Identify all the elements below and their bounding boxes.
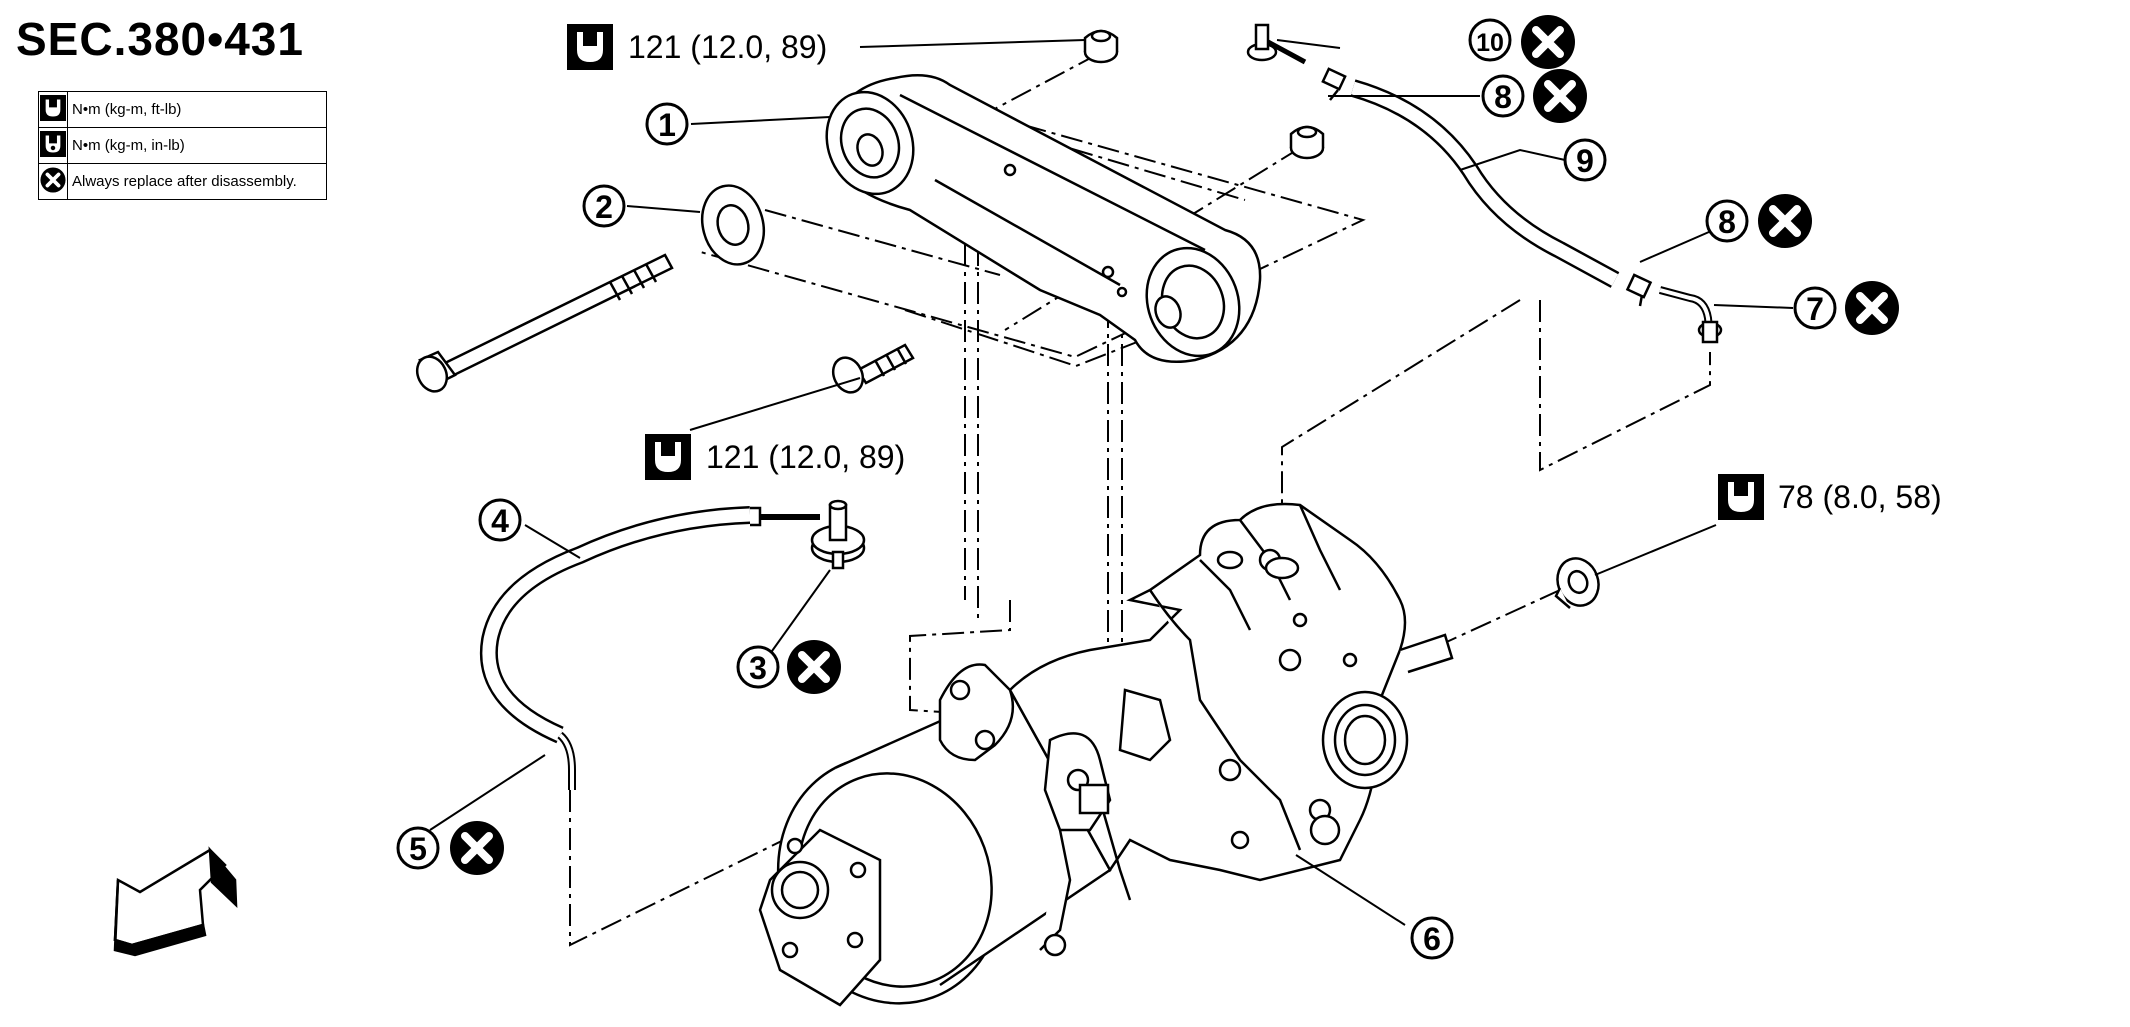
differential-mount-nut: [1554, 557, 1600, 609]
section-reference: SEC.380•431: [16, 13, 304, 65]
callout-9: 9: [1563, 138, 1607, 182]
callout-8-lower: 8: [1705, 199, 1749, 243]
legend-text: N•m (kg-m, ft-lb): [67, 91, 327, 128]
symbol-legend: N•m (kg-m, ft-lb) N•m (kg-m, in-lb) Alwa…: [38, 91, 327, 200]
callout-5: 5: [396, 826, 440, 870]
torque-spec-top: 121 (12.0, 89): [567, 24, 827, 70]
legend-symbol: [38, 163, 68, 200]
callout-6: 6: [1410, 916, 1454, 960]
legend-symbol: [38, 91, 68, 128]
callout-1: 1: [645, 102, 689, 146]
left-breather-hose: [479, 506, 820, 790]
breather-tube: [1658, 286, 1723, 344]
replace-icon: [1845, 281, 1899, 335]
callout-3: 3: [736, 645, 780, 689]
breather-cap: [810, 499, 866, 570]
callout-7: 7: [1793, 286, 1837, 330]
callout-4: 4: [478, 498, 522, 542]
callout-10-label: 10: [1476, 29, 1504, 57]
replace-icon: [1533, 69, 1587, 123]
mount-washer: [700, 184, 766, 266]
legend-text: Always replace after disassembly.: [67, 163, 327, 200]
torque-ft-lb-icon: [40, 94, 66, 121]
callout-6-label: 6: [1423, 921, 1441, 957]
long-mount-bolt: [415, 253, 674, 393]
callout-3-label: 3: [749, 650, 767, 686]
right-mount-nut: [1289, 125, 1325, 160]
torque-wrench-icon: [567, 24, 613, 70]
replace-icon: [450, 821, 504, 875]
replace-icon: [787, 640, 841, 694]
replace-icon: [38, 165, 68, 194]
callouts: 1 2 3 4 5 6 7 8 8 9 10: [396, 18, 1837, 960]
legend-row: N•m (kg-m, in-lb): [38, 127, 327, 164]
replace-icon: [1758, 194, 1812, 248]
short-mount-bolt: [831, 343, 915, 394]
breather-connector: [1246, 23, 1307, 65]
torque-spec-right: 78 (8.0, 58): [1718, 474, 1942, 520]
callout-9-label: 9: [1576, 143, 1594, 179]
rear-final-drive-assembly: [758, 502, 1454, 1007]
upper-mount-nut: [1083, 29, 1119, 64]
callout-7-label: 7: [1806, 291, 1824, 327]
replace-icon: [1521, 15, 1575, 69]
legend-symbol: [38, 127, 68, 164]
breather-hose: [1350, 79, 1620, 288]
torque-value-middle: 121 (12.0, 89): [706, 439, 905, 475]
legend-text: N•m (kg-m, in-lb): [67, 127, 327, 164]
torque-in-lb-icon: [40, 130, 66, 157]
callout-4-label: 4: [491, 503, 509, 539]
hose-clamp: [1321, 67, 1653, 307]
legend-row: N•m (kg-m, ft-lb): [38, 91, 327, 128]
callout-8-lower-label: 8: [1718, 204, 1736, 240]
callout-8-upper-label: 8: [1494, 79, 1512, 115]
callout-2-label: 2: [595, 189, 613, 225]
callout-8-upper: 8: [1481, 74, 1525, 118]
legend-row: Always replace after disassembly.: [38, 163, 327, 200]
torque-spec-middle: 121 (12.0, 89): [645, 434, 905, 480]
front-direction-arrow: [113, 846, 238, 957]
callout-2: 2: [582, 184, 626, 228]
callout-10: 10: [1468, 18, 1512, 62]
leader-lines: [429, 39, 1794, 926]
torque-wrench-icon: [645, 434, 691, 480]
callout-1-label: 1: [658, 107, 676, 143]
differential-mounting-member: [825, 73, 1262, 364]
torque-wrench-icon: [1718, 474, 1764, 520]
torque-value-top: 121 (12.0, 89): [628, 29, 827, 65]
callout-5-label: 5: [409, 831, 427, 867]
torque-value-right: 78 (8.0, 58): [1778, 479, 1942, 515]
